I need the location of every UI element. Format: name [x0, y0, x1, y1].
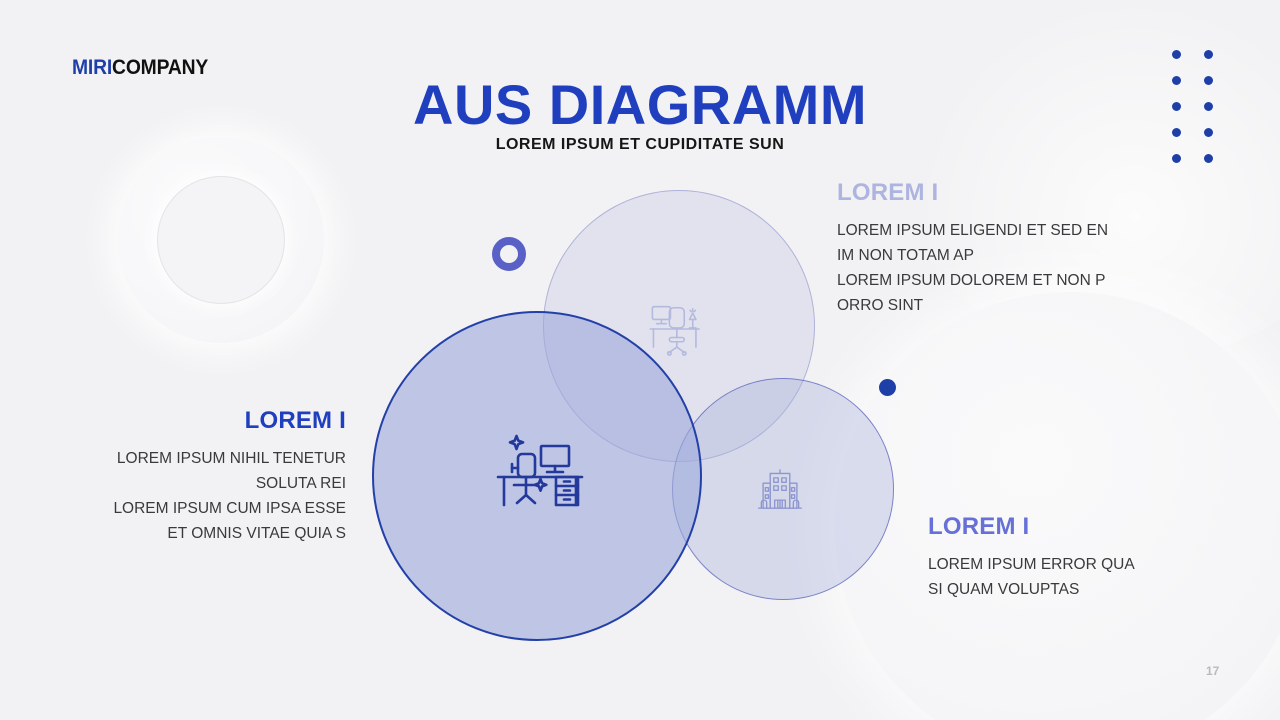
company-logo: MIRICOMPANY: [72, 56, 208, 80]
text-block-bottom-right-heading: LOREM I: [928, 513, 1030, 540]
grid-dot: [1172, 76, 1181, 85]
page-subtitle: LOREM IPSUM ET CUPIDITATE SUN: [495, 136, 785, 153]
logo-secondary-text: COMPANY: [112, 56, 209, 79]
venn-circle-right[interactable]: [672, 378, 894, 600]
grid-dot: [1204, 154, 1213, 163]
logo-primary-text: MIRI: [72, 56, 113, 79]
page-number: 17: [1206, 664, 1220, 678]
ring-outline-icon: [492, 237, 526, 271]
solid-dot-icon: [879, 379, 896, 396]
grid-dot: [1204, 102, 1213, 111]
desk-chair-lamp-icon: [641, 292, 719, 366]
text-block-bottom-right: LOREM I LOREM IPSUM ERROR QUA SI QUAM VO…: [928, 514, 1228, 602]
grid-dot: [1204, 50, 1213, 59]
grid-dot: [1172, 128, 1181, 137]
grid-dot: [1172, 154, 1181, 163]
workstation-desk-icon: [480, 428, 592, 522]
grid-dot: [1204, 128, 1213, 137]
text-block-left-body: LOREM IPSUM NIHIL TENETUR SOLUTA REI LOR…: [113, 450, 346, 542]
grid-dot: [1204, 76, 1213, 85]
text-block-left: LOREM I LOREM IPSUM NIHIL TENETUR SOLUTA…: [60, 408, 346, 546]
text-block-top-right: LOREM I LOREM IPSUM ELIGENDI ET SED EN I…: [837, 180, 1157, 318]
grid-dot: [1172, 50, 1181, 59]
text-block-top-right-heading: LOREM I: [837, 179, 939, 206]
dot-grid-icon: [1172, 50, 1236, 180]
text-block-left-heading: LOREM I: [244, 407, 346, 434]
text-block-bottom-right-body: LOREM IPSUM ERROR QUA SI QUAM VOLUPTAS: [928, 556, 1135, 598]
page-title: AUS DIAGRAMM: [413, 73, 867, 136]
grid-dot: [1172, 102, 1181, 111]
text-block-top-right-body: LOREM IPSUM ELIGENDI ET SED EN IM NON TO…: [837, 222, 1109, 314]
office-building-icon: [748, 462, 812, 524]
